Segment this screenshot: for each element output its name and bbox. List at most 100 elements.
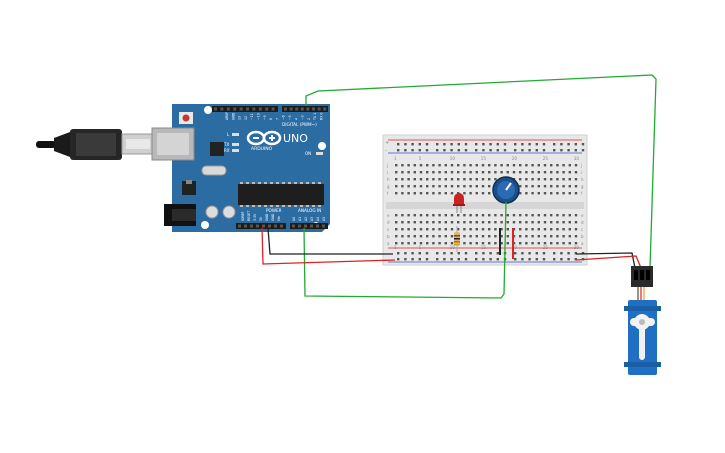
- rail-plus-label: +: [385, 140, 389, 146]
- breadboard-hole: [457, 178, 460, 181]
- breadboard-hole: [481, 228, 485, 231]
- breadboard-hole: [537, 185, 540, 188]
- rail-hole: [443, 252, 446, 255]
- rail-hole: [521, 252, 524, 255]
- column-number: 25: [543, 156, 549, 161]
- breadboard-hole: [531, 185, 534, 188]
- potentiometer[interactable]: [492, 176, 520, 204]
- rail-hole: [574, 149, 577, 152]
- rail-hole: [528, 252, 531, 255]
- rail-hole: [560, 258, 563, 261]
- breadboard-hole: [519, 192, 522, 195]
- breadboard-hole: [419, 171, 423, 174]
- pin-hole: [316, 224, 319, 228]
- power-header: [236, 223, 286, 229]
- breadboard-hole: [438, 171, 441, 174]
- resistor[interactable]: [454, 226, 460, 252]
- rail-hole: [560, 149, 563, 152]
- rail-hole: [418, 149, 421, 152]
- breadboard-hole: [550, 178, 553, 181]
- breadboard-hole: [438, 178, 441, 181]
- breadboard-hole: [525, 171, 528, 174]
- pin-hole: [258, 107, 262, 111]
- breadboard-hole: [574, 242, 578, 245]
- rail-hole: [528, 258, 531, 261]
- breadboard-hole: [426, 185, 429, 188]
- breadboard-hole: [432, 185, 435, 188]
- breadboard-hole: [401, 235, 404, 238]
- column-number: 1: [394, 245, 397, 250]
- rail-hole: [443, 149, 446, 152]
- breadboard-hole: [407, 214, 410, 217]
- breadboard-hole: [444, 214, 447, 217]
- breadboard-hole: [475, 171, 478, 174]
- digital-pin-label: GND: [231, 112, 235, 120]
- rail-hole: [464, 149, 468, 152]
- breadboard-hole: [413, 221, 416, 224]
- black-wire-servo-gnd[interactable]: [575, 252, 636, 269]
- led-l: [232, 133, 239, 136]
- breadboard-hole: [519, 221, 522, 224]
- rail-hole: [411, 149, 414, 152]
- breadboard-hole: [525, 242, 528, 245]
- column-number: 5: [419, 156, 422, 161]
- breadboard-hole: [469, 228, 472, 231]
- breadboard-hole: [457, 171, 460, 174]
- servo-motor[interactable]: [624, 266, 661, 375]
- rail-hole: [574, 258, 577, 261]
- breadboard-hole: [407, 235, 410, 238]
- breadboard-hole: [395, 185, 398, 188]
- row-letter: h: [387, 177, 390, 182]
- breadboard-hole: [506, 164, 509, 167]
- rail-hole: [404, 252, 407, 255]
- breadboard-hole: [469, 221, 472, 224]
- rail-hole: [553, 143, 556, 146]
- breadboard-hole: [463, 235, 466, 238]
- breadboard-hole: [401, 228, 404, 231]
- analog-pin-label: A4: [316, 217, 320, 221]
- power-pin-label: RESET: [247, 211, 251, 221]
- breadboard-hole: [469, 178, 472, 181]
- mounting-hole: [318, 142, 326, 150]
- breadboard-hole: [488, 171, 491, 174]
- rail-hole: [560, 252, 563, 255]
- breadboard-hole: [543, 178, 547, 181]
- arduino-uno-board[interactable]: L TX RX ON UNO ARDUINO DIGITAL (PWM~) AR…: [151, 104, 330, 232]
- digital-pin-label: 13: [238, 116, 242, 120]
- breadboard-hole: [469, 164, 472, 167]
- row-letter: j: [580, 163, 582, 168]
- breadboard-hole: [413, 164, 416, 167]
- green-wire-pot-wiper[interactable]: [303, 201, 507, 299]
- breadboard-hole: [550, 242, 553, 245]
- breadboard-hole: [407, 192, 410, 195]
- breadboard-hole: [481, 214, 485, 217]
- breadboard-hole: [574, 192, 578, 195]
- breadboard-hole: [556, 164, 559, 167]
- analog-header: [290, 223, 328, 229]
- rail-hole: [514, 252, 517, 255]
- chip-pin: [252, 182, 255, 184]
- breadboard-hole: [494, 164, 497, 167]
- digital-pin-label: RX 0: [320, 113, 324, 120]
- red-wire-5v[interactable]: [261, 227, 396, 265]
- breadboard-hole: [419, 242, 423, 245]
- breadboard-hole: [481, 178, 485, 181]
- breadboard-hole: [475, 214, 478, 217]
- chip-pin: [312, 182, 315, 184]
- breadboard-hole: [574, 164, 578, 167]
- breadboard-hole: [395, 214, 398, 217]
- black-wire-gnd[interactable]: [267, 227, 393, 255]
- green-wire-servo-signal[interactable]: [305, 74, 657, 269]
- red-led[interactable]: [453, 193, 465, 213]
- chip-pin: [300, 205, 303, 207]
- row-letter: j: [386, 163, 388, 168]
- rail-hole: [443, 143, 446, 146]
- breadboard-hole: [463, 192, 466, 195]
- rail-hole: [397, 149, 400, 152]
- chip-pin: [294, 182, 297, 184]
- breadboard-hole: [444, 171, 447, 174]
- red-wire-servo-power[interactable]: [575, 255, 642, 269]
- breadboard-hole: [574, 178, 578, 181]
- breadboard-hole: [519, 214, 522, 217]
